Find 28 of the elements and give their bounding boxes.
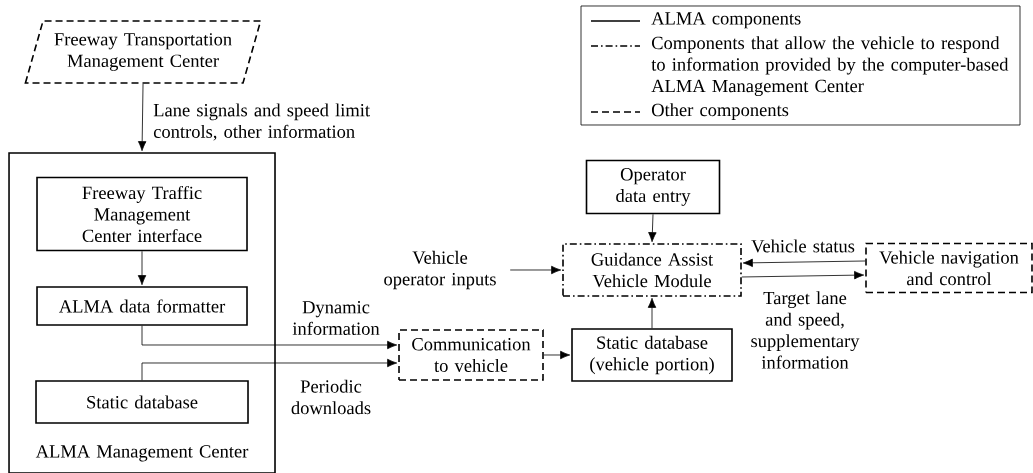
process-box: ALMA data formatter bbox=[36, 286, 248, 326]
legend-text: Components that allow the vehicle to respond to information provided by the computer-based ALMA Management Center bbox=[651, 36, 1009, 97]
process-box: Freeway Traffic Management Center interface bbox=[36, 176, 248, 252]
input-label: Vehicle operator inputs bbox=[384, 250, 496, 290]
arrow bbox=[741, 271, 865, 280]
module-box: Guidance Assist Vehicle Module bbox=[562, 243, 742, 297]
legend-text: Other components bbox=[651, 103, 789, 120]
external-box: Vehicle navigation and control bbox=[865, 242, 1033, 294]
arrow bbox=[141, 325, 398, 350]
parallelogram-box: Freeway Transportation Management Center bbox=[24, 20, 262, 84]
process-box: Static database bbox=[35, 380, 249, 424]
edge-label: Target lane and speed, supplementary information bbox=[751, 291, 860, 369]
database-box: Static database (vehicle portion) bbox=[571, 328, 733, 382]
process-box: Operator data entry bbox=[585, 159, 721, 215]
arrow bbox=[137, 250, 147, 286]
arrow bbox=[543, 350, 571, 360]
arrow bbox=[742, 258, 866, 267]
arrow bbox=[509, 265, 562, 275]
arrow bbox=[648, 213, 657, 243]
arrow bbox=[647, 297, 657, 329]
edge-label: Vehicle status bbox=[751, 239, 855, 253]
edge-label: Dynamic information bbox=[292, 301, 380, 335]
arrow bbox=[138, 83, 147, 152]
external-box: Communication to vehicle bbox=[398, 329, 544, 381]
edge-label: Periodic downloads bbox=[291, 379, 371, 415]
edge-label: Lane signals and speed limit controls, other information bbox=[153, 103, 370, 141]
legend-text: ALMA components bbox=[651, 12, 801, 29]
arrow bbox=[141, 358, 398, 381]
